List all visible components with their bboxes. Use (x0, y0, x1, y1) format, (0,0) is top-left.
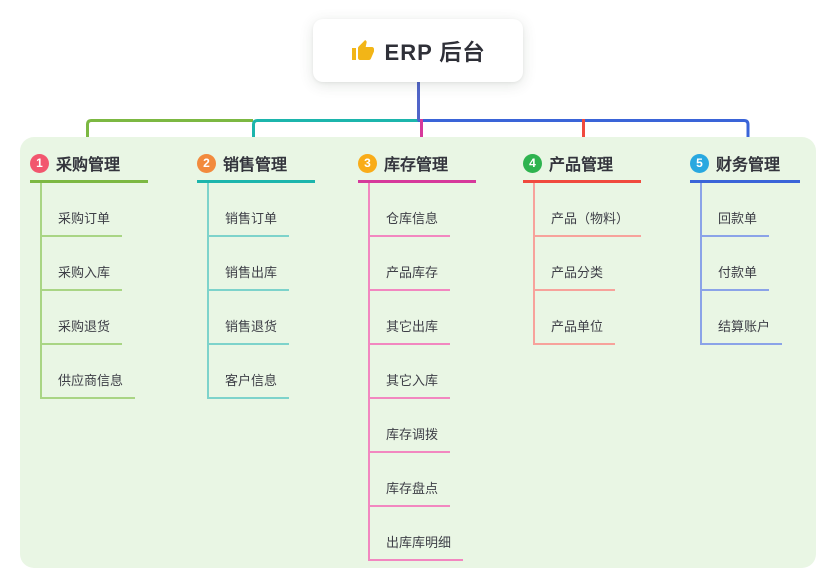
branch-node[interactable]: 2 销售管理 (197, 148, 315, 183)
child-node[interactable]: 回款单 (702, 183, 800, 237)
child-node-label: 供应商信息 (42, 370, 136, 399)
child-node[interactable]: 销售退货 (209, 291, 315, 345)
child-node[interactable]: 产品库存 (370, 237, 476, 291)
child-node-label: 库存调拨 (370, 424, 451, 453)
child-node-label: 其它入库 (370, 370, 451, 399)
root-node-title: ERP 后台 (384, 39, 486, 65)
branch-title: 产品管理 (549, 157, 614, 174)
child-node[interactable]: 库存调拨 (370, 399, 476, 453)
child-node[interactable]: 产品（物料） (535, 183, 642, 237)
child-node[interactable]: 产品单位 (535, 291, 641, 345)
child-node-label: 采购订单 (42, 208, 123, 237)
child-node-label: 出库库明细 (370, 532, 464, 561)
branch-sales: 2 销售管理 销售订单销售出库销售退货客户信息 (197, 148, 315, 399)
branch-product: 4 产品管理 产品（物料） 产品分类产品单位 (523, 148, 642, 345)
branch-inventory: 3 库存管理 仓库信息产品库存其它出库其它入库库存调拨库存盘点出库库明细 (358, 148, 476, 561)
root-node-erp[interactable]: ERP 后台 (313, 19, 523, 82)
child-node[interactable]: 结算账户 (702, 291, 800, 345)
branch-title: 库存管理 (384, 157, 449, 174)
child-node[interactable]: 采购退货 (42, 291, 148, 345)
branch-node[interactable]: 1 采购管理 (30, 148, 148, 183)
child-node-label: 产品单位 (535, 316, 616, 345)
branch-number-badge: 4 (523, 153, 542, 173)
branches-canvas (20, 137, 816, 568)
child-node-label: 采购退货 (42, 316, 123, 345)
child-node-label: 结算账户 (702, 316, 783, 345)
child-node-label: 产品分类 (535, 262, 616, 291)
branch-number-badge: 2 (197, 153, 216, 173)
child-node[interactable]: 采购入库 (42, 237, 148, 291)
branch-children: 产品（物料） 产品分类产品单位 (533, 183, 642, 345)
child-node-label: 销售退货 (209, 316, 290, 345)
child-node[interactable]: 出库库明细 (370, 507, 476, 561)
child-node-label: 产品（物料） (535, 208, 642, 237)
child-node-label: 产品库存 (370, 262, 451, 291)
branch-title: 销售管理 (223, 157, 288, 174)
branch-children: 回款单付款单结算账户 (700, 183, 800, 345)
child-node-label: 仓库信息 (370, 208, 451, 237)
branch-children: 采购订单采购入库采购退货供应商信息 (40, 183, 148, 399)
child-node-label: 其它出库 (370, 316, 451, 345)
child-node[interactable]: 仓库信息 (370, 183, 476, 237)
child-node[interactable]: 采购订单 (42, 183, 148, 237)
branch-children: 销售订单销售出库销售退货客户信息 (207, 183, 315, 399)
child-node[interactable]: 库存盘点 (370, 453, 476, 507)
child-node-label: 回款单 (702, 208, 770, 237)
child-node[interactable]: 客户信息 (209, 345, 315, 399)
branch-number-badge: 1 (30, 153, 49, 173)
branch-number-badge: 3 (358, 153, 377, 173)
branch-node[interactable]: 3 库存管理 (358, 148, 476, 183)
thumbs-up-icon (351, 39, 374, 60)
branch-finance: 5 财务管理 回款单付款单结算账户 (690, 148, 800, 345)
branch-title: 财务管理 (716, 157, 781, 174)
child-node[interactable]: 销售订单 (209, 183, 315, 237)
child-node[interactable]: 其它入库 (370, 345, 476, 399)
branch-purchase: 1 采购管理 采购订单采购入库采购退货供应商信息 (30, 148, 148, 399)
child-node-label: 采购入库 (42, 262, 123, 291)
child-node[interactable]: 产品分类 (535, 237, 641, 291)
child-node-label: 客户信息 (209, 370, 290, 399)
child-node[interactable]: 付款单 (702, 237, 800, 291)
branch-number-badge: 5 (690, 153, 709, 173)
child-node[interactable]: 其它出库 (370, 291, 476, 345)
branch-children: 仓库信息产品库存其它出库其它入库库存调拨库存盘点出库库明细 (368, 183, 476, 561)
child-node-label: 销售出库 (209, 262, 290, 291)
child-node-label: 付款单 (702, 262, 770, 291)
branch-title: 采购管理 (56, 157, 121, 174)
child-node[interactable]: 供应商信息 (42, 345, 148, 399)
child-node-label: 销售订单 (209, 208, 290, 237)
branch-node[interactable]: 4 产品管理 (523, 148, 641, 183)
child-node[interactable]: 销售出库 (209, 237, 315, 291)
branch-node[interactable]: 5 财务管理 (690, 148, 800, 183)
child-node-label: 库存盘点 (370, 478, 451, 507)
